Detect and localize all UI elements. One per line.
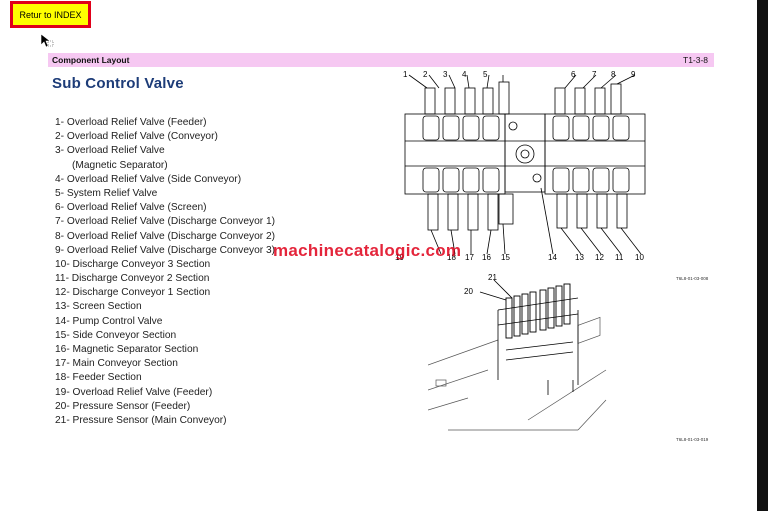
section-title: Component Layout xyxy=(52,55,130,65)
callout-number: 5 xyxy=(483,70,488,79)
callout-number: 2 xyxy=(423,70,428,79)
list-item: 4- Overload Relief Valve (Side Conveyor) xyxy=(55,173,242,185)
list-item: (Magnetic Separator) xyxy=(72,159,168,171)
valve-mounting-diagram: 21 20 xyxy=(428,273,607,431)
callout-number: 9 xyxy=(631,70,636,79)
list-item: 21- Pressure Sensor (Main Conveyor) xyxy=(55,414,227,426)
page-code: T1-3-8 xyxy=(683,55,709,65)
callout-number: 18 xyxy=(447,253,456,262)
callout-number: 19 xyxy=(395,253,404,262)
return-to-index-button[interactable]: Retur to INDEX xyxy=(10,1,91,28)
section-header-band xyxy=(48,53,714,67)
list-item: 10- Discharge Conveyor 3 Section xyxy=(55,258,211,270)
list-item: 17- Main Conveyor Section xyxy=(55,358,178,370)
list-item: 8- Overload Relief Valve (Discharge Conv… xyxy=(55,230,276,242)
list-item: 9- Overload Relief Valve (Discharge Conv… xyxy=(55,244,276,256)
callout-number: 13 xyxy=(575,253,584,262)
list-item: 5- System Relief Valve xyxy=(55,187,158,199)
callout-number: 1 xyxy=(403,70,408,79)
callout-number: 21 xyxy=(488,273,497,282)
list-item: 13- Screen Section xyxy=(55,301,142,313)
list-item: 20- Pressure Sensor (Feeder) xyxy=(55,400,191,412)
list-item: 18- Feeder Section xyxy=(55,372,142,384)
list-item: 14- Pump Control Valve xyxy=(55,315,163,327)
list-item: 16- Magnetic Separator Section xyxy=(55,344,199,355)
callout-number: 17 xyxy=(465,253,474,262)
list-item: 3- Overload Relief Valve xyxy=(55,145,165,157)
list-item: 1- Overload Relief Valve (Feeder) xyxy=(55,117,207,128)
page-title: Sub Control Valve xyxy=(52,75,184,92)
mouse-cursor-icon xyxy=(40,33,54,48)
callout-number: 12 xyxy=(595,253,604,262)
list-item: 7- Overload Relief Valve (Discharge Conv… xyxy=(55,216,276,228)
callout-number: 3 xyxy=(443,70,448,79)
callout-number: 14 xyxy=(548,253,557,262)
list-item: 2- Overload Relief Valve (Conveyor) xyxy=(55,131,218,143)
watermark-text: machinecatalogic.com xyxy=(273,241,462,260)
list-item: 11- Discharge Conveyor 2 Section xyxy=(55,273,210,285)
component-list: 1- Overload Relief Valve (Feeder) 2- Ove… xyxy=(55,116,275,428)
list-item: 6- Overload Relief Valve (Screen) xyxy=(55,202,207,214)
callout-number: 8 xyxy=(611,70,616,79)
callout-number: 4 xyxy=(462,70,467,79)
window-edge xyxy=(757,0,768,511)
callout-number: 7 xyxy=(592,70,597,79)
sub-control-valve-diagram: 1 2 3 4 5 6 7 8 9 19 18 17 16 15 14 13 1… xyxy=(395,70,646,262)
figure-code: T6L8-01-03-008 xyxy=(676,276,709,281)
callout-number: 11 xyxy=(615,253,624,262)
list-item: 12- Discharge Conveyor 1 Section xyxy=(55,287,211,299)
callout-number: 20 xyxy=(464,287,473,296)
callout-number: 10 xyxy=(635,253,644,262)
list-item: 15- Side Conveyor Section xyxy=(55,329,177,341)
list-item: 19- Overload Relief Valve (Feeder) xyxy=(55,386,213,398)
callout-number: 6 xyxy=(571,70,576,79)
callout-number: 15 xyxy=(501,253,510,262)
callout-number: 16 xyxy=(482,253,491,262)
figure-code: T6L8-01-03-019 xyxy=(676,437,709,442)
